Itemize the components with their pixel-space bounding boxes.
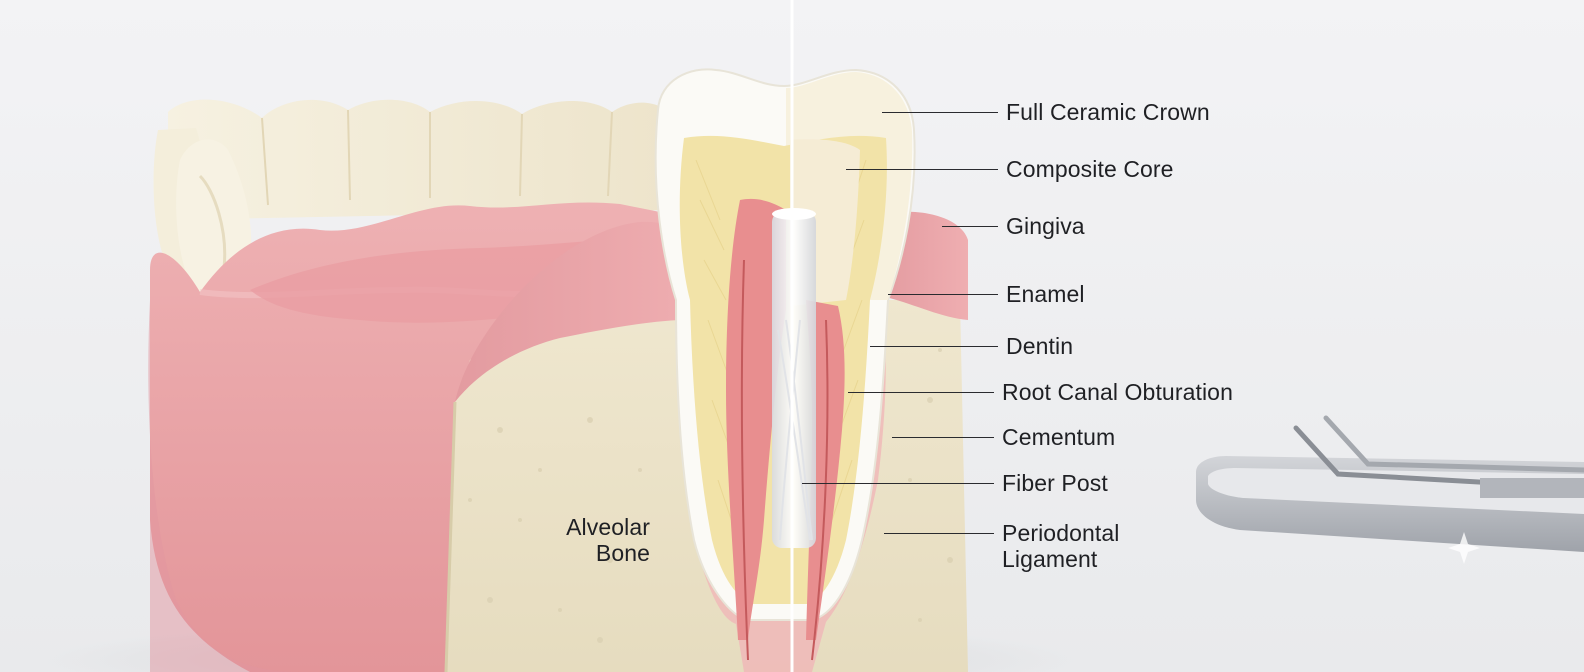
label-periodontal-line2: Ligament	[1002, 546, 1098, 572]
label-alveolar-line1: Alveolar	[566, 514, 650, 540]
leader-cementum	[892, 437, 994, 438]
label-gingiva: Gingiva	[1006, 213, 1085, 239]
label-full-ceramic-crown: Full Ceramic Crown	[1006, 99, 1210, 125]
leader-full-ceramic-crown	[882, 112, 998, 113]
dental-instrument-tray-icon	[1196, 415, 1584, 552]
label-alveolar-bone: Alveolar Bone	[540, 514, 650, 566]
leader-gingiva	[942, 226, 998, 227]
leader-fiber-post	[802, 483, 994, 484]
leader-enamel	[888, 294, 998, 295]
label-composite-core: Composite Core	[1006, 156, 1174, 182]
label-fiber-post: Fiber Post	[1002, 470, 1108, 496]
leader-dentin	[870, 346, 998, 347]
label-cementum: Cementum	[1002, 424, 1116, 450]
label-alveolar-line2: Bone	[595, 540, 650, 566]
leader-periodontal-ligament	[884, 533, 994, 534]
leader-root-canal-obturation	[848, 392, 994, 393]
leader-composite-core	[846, 169, 998, 170]
tooth-cross-section	[654, 68, 916, 672]
label-enamel: Enamel	[1006, 281, 1085, 307]
label-root-canal-obturation: Root Canal Obturation	[1002, 379, 1233, 405]
sparkle-icon	[1448, 532, 1480, 564]
label-dentin: Dentin	[1006, 333, 1074, 359]
label-periodontal-ligament: Periodontal Ligament	[1002, 520, 1119, 572]
fiber-post	[772, 208, 816, 548]
label-periodontal-line1: Periodontal	[1002, 520, 1120, 546]
